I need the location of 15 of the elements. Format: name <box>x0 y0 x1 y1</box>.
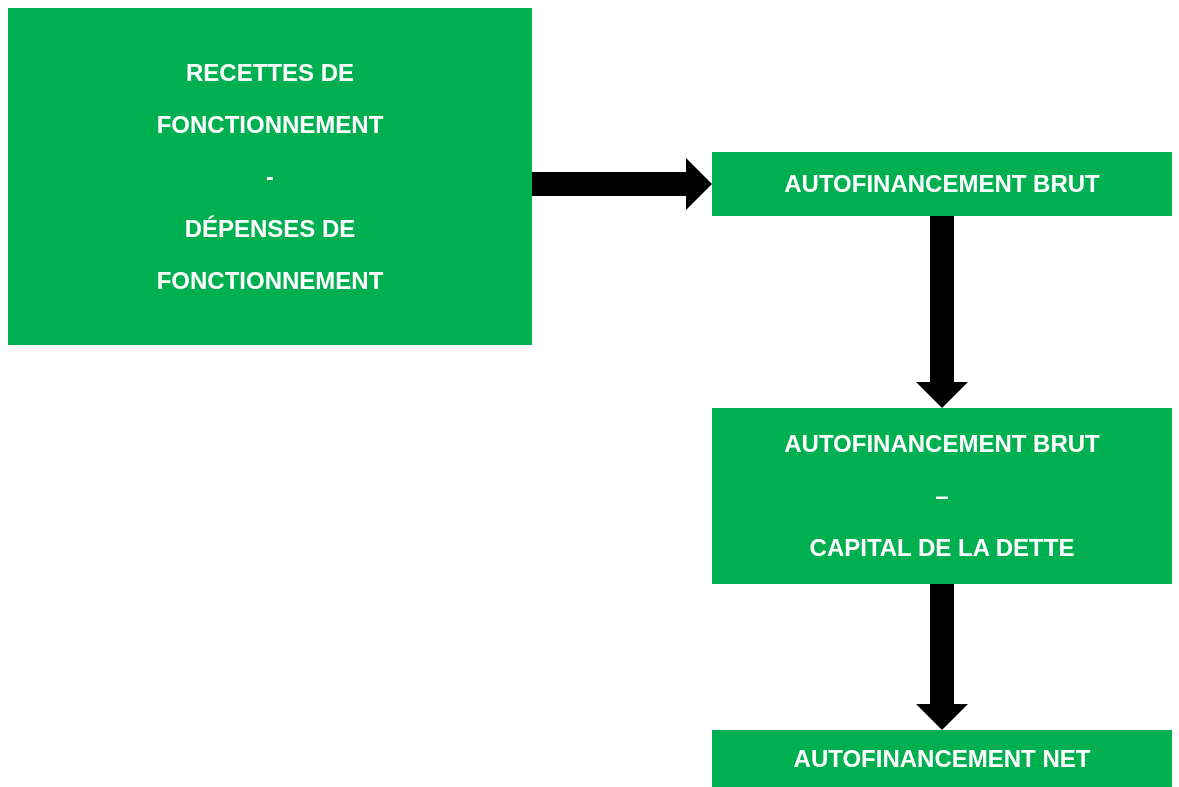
block-arrow <box>916 584 968 730</box>
block-arrow <box>532 158 712 210</box>
box-text: AUTOFINANCEMENT NET <box>793 743 1091 774</box>
box-text: RECETTES DE FONCTIONNEMENT <box>155 57 385 140</box>
block-arrow <box>916 216 968 408</box>
process-box <box>712 408 1172 584</box>
box-text: DÉPENSES DE FONCTIONNEMENT <box>155 213 385 296</box>
box-text: CAPITAL DE LA DETTE <box>809 533 1075 563</box>
box-text: AUTOFINANCEMENT BRUT <box>784 429 1100 459</box>
process-box <box>712 730 1172 787</box>
box-text: - <box>266 161 274 192</box>
process-box <box>712 152 1172 216</box>
process-box <box>8 8 532 345</box>
box-text: – <box>935 481 949 511</box>
box-text: AUTOFINANCEMENT BRUT <box>784 169 1100 199</box>
